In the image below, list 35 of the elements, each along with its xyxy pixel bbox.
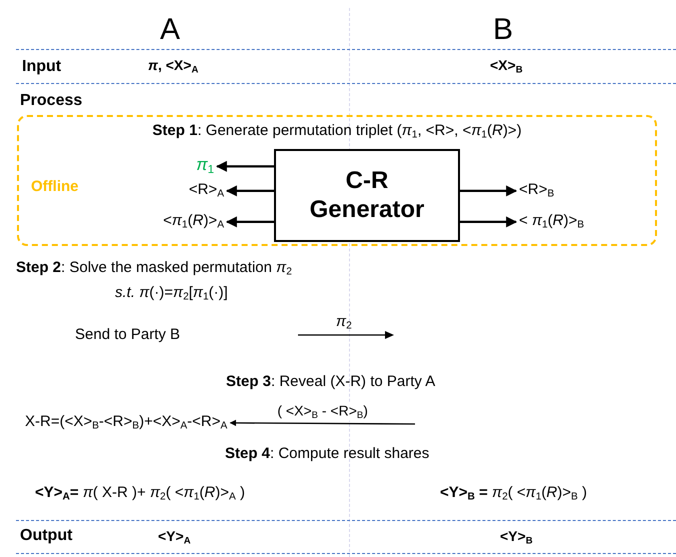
input-value: <X>$_{B}$: [490, 57, 523, 76]
arrow: [460, 216, 518, 228]
arrow: [216, 160, 274, 172]
share-label: <R>$_{B}$: [519, 181, 554, 201]
result-formula: <Y>$_{A}$= π( X-R )+ π$_{2}$( <π$_{1}$(R)>$_{A}$ ): [35, 484, 245, 504]
row-heading: Output: [20, 526, 72, 546]
step-heading: Step 1: Generate permutation triplet (π$_{1}$, <R>, <π$_{1}$(R)>): [151, 122, 523, 142]
output-value: <Y>$_{A}$: [158, 528, 191, 547]
edge-label: ( <X>$_{B}$ - <R>$_{B}$): [275, 402, 370, 421]
step-heading: Step 2: Solve the masked permutation π$_{2}$: [16, 259, 292, 279]
share-label: <π$_{1}$(R)>$_{A}$: [79, 212, 224, 232]
input-value: π, <X>$_{A}$: [148, 57, 198, 76]
equation-text: X-R=(<X>$_{B}$-<R>$_{B}$)+<X>$_{A}$-<R>$_{A}$: [25, 413, 228, 433]
generator-title: C-R Generator: [308, 166, 426, 224]
arrow: [460, 185, 518, 196]
arrow: [226, 185, 274, 196]
column-heading: A: [158, 12, 181, 48]
action-text: Send to Party B: [75, 326, 180, 344]
arrow: [226, 216, 274, 228]
share-label: π$_{1}$: [159, 155, 214, 178]
share-label: < π$_{1}$(R)>$_{B}$: [519, 212, 584, 232]
row-heading: Input: [22, 57, 62, 76]
column-heading: B: [492, 12, 514, 48]
output-value: <Y>$_{B}$: [500, 528, 533, 547]
message-label: π$_{2}$: [336, 313, 352, 333]
offline-panel: [17, 115, 657, 246]
phase-label: Offline: [31, 178, 78, 196]
step-heading: Step 3: Reveal (X-R) to Party A: [226, 373, 436, 391]
result-formula: <Y>$_{B}$ = π$_{2}$( <π$_{1}$(R)>$_{B}$ ): [440, 484, 587, 504]
constraint-formula: s.t. π(·)=π$_{2}$[π$_{1}$(·)]: [115, 284, 228, 304]
arrow: [230, 420, 415, 426]
row-heading: Process: [20, 91, 82, 110]
share-label: <R>$_{A}$: [119, 181, 224, 201]
step-heading: Step 4: Compute result shares: [225, 445, 430, 463]
generator-box: [274, 149, 460, 242]
